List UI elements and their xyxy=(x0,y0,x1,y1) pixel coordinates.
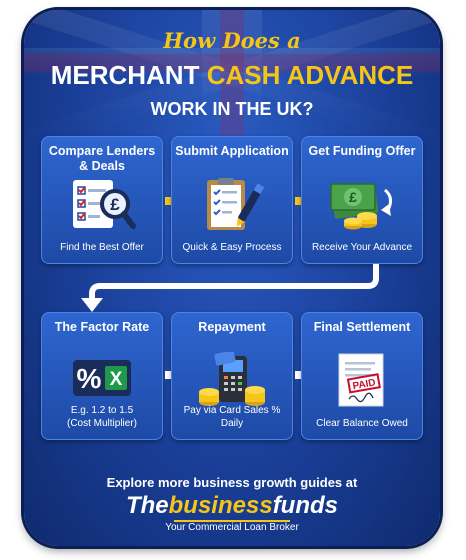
percent-sign: % xyxy=(77,363,102,394)
step-subtitle: Receive Your Advance xyxy=(311,242,413,253)
connector-arrow-icon xyxy=(81,264,379,312)
percent-x-icon: % X xyxy=(73,360,131,396)
step-card-compare: Compare Lenders & Deals £ Find the Best … xyxy=(41,136,163,264)
union-flag-background xyxy=(24,10,440,140)
x-mark: X xyxy=(110,369,123,390)
step-subtitle: Find the Best Offer xyxy=(60,242,144,253)
step-title: Get Funding Offer xyxy=(308,144,416,158)
paid-document-icon: PAID xyxy=(338,353,384,407)
headline-how-does: How Does a xyxy=(163,28,301,53)
card-terminal-coins-icon xyxy=(199,352,265,406)
step-subtitle: Pay via Card Sales % Daily xyxy=(183,405,281,429)
brand-part: business xyxy=(168,492,273,519)
step-card-factor-rate: The Factor Rate % X E.g. 1.2 to 1.5 (Cos… xyxy=(41,312,163,440)
headline-work-uk: WORK IN THE UK? xyxy=(150,99,314,119)
step-title: Compare Lenders & Deals xyxy=(48,144,156,173)
pound-sign: £ xyxy=(349,189,357,205)
step-card-repayment: Repayment Pay via Card Sales % Daily xyxy=(171,312,293,440)
banknotes-coins-icon: £ xyxy=(330,183,392,230)
brand-logo-text[interactable]: Thebusinessfunds xyxy=(24,492,440,520)
headline-merchant: MERCHANT xyxy=(50,60,207,90)
step-subtitle: E.g. 1.2 to 1.5 (Cost Multiplier) xyxy=(66,405,137,429)
step-title: Submit Application xyxy=(175,144,289,158)
step-title: Repayment xyxy=(198,320,266,334)
step-title: Final Settlement xyxy=(313,320,411,334)
step-subtitle: Clear Balance Owed xyxy=(316,418,408,429)
brand-underline xyxy=(174,520,290,522)
brand-part: funds xyxy=(272,492,339,519)
footer-explore-text: Explore more business growth guides at xyxy=(106,475,358,490)
headline-cash-advance: CASH ADVANCE xyxy=(206,60,414,90)
paid-stamp-text: PAID xyxy=(352,377,377,392)
footer-tagline: Your Commercial Loan Broker xyxy=(165,522,299,533)
step-card-submit: Submit Application Quick & Easy Process xyxy=(171,136,293,264)
step-card-final-settlement: Final Settlement PAID Clear Balance Owed xyxy=(301,312,423,440)
infographic-frame: How Does a MERCHANT CASH ADVANCE WORK IN… xyxy=(24,10,440,546)
checklist-magnifier-pound-icon: £ xyxy=(73,180,136,229)
brand-part: The xyxy=(125,492,169,519)
step-subtitle: Quick & Easy Process xyxy=(182,242,282,253)
headline-main: MERCHANT CASH ADVANCE xyxy=(24,60,440,91)
step-card-funding: Get Funding Offer £ Receive Your Advance xyxy=(301,136,423,264)
step-title: The Factor Rate xyxy=(54,320,150,334)
pound-sign: £ xyxy=(110,195,120,214)
clipboard-pen-icon xyxy=(207,178,265,230)
